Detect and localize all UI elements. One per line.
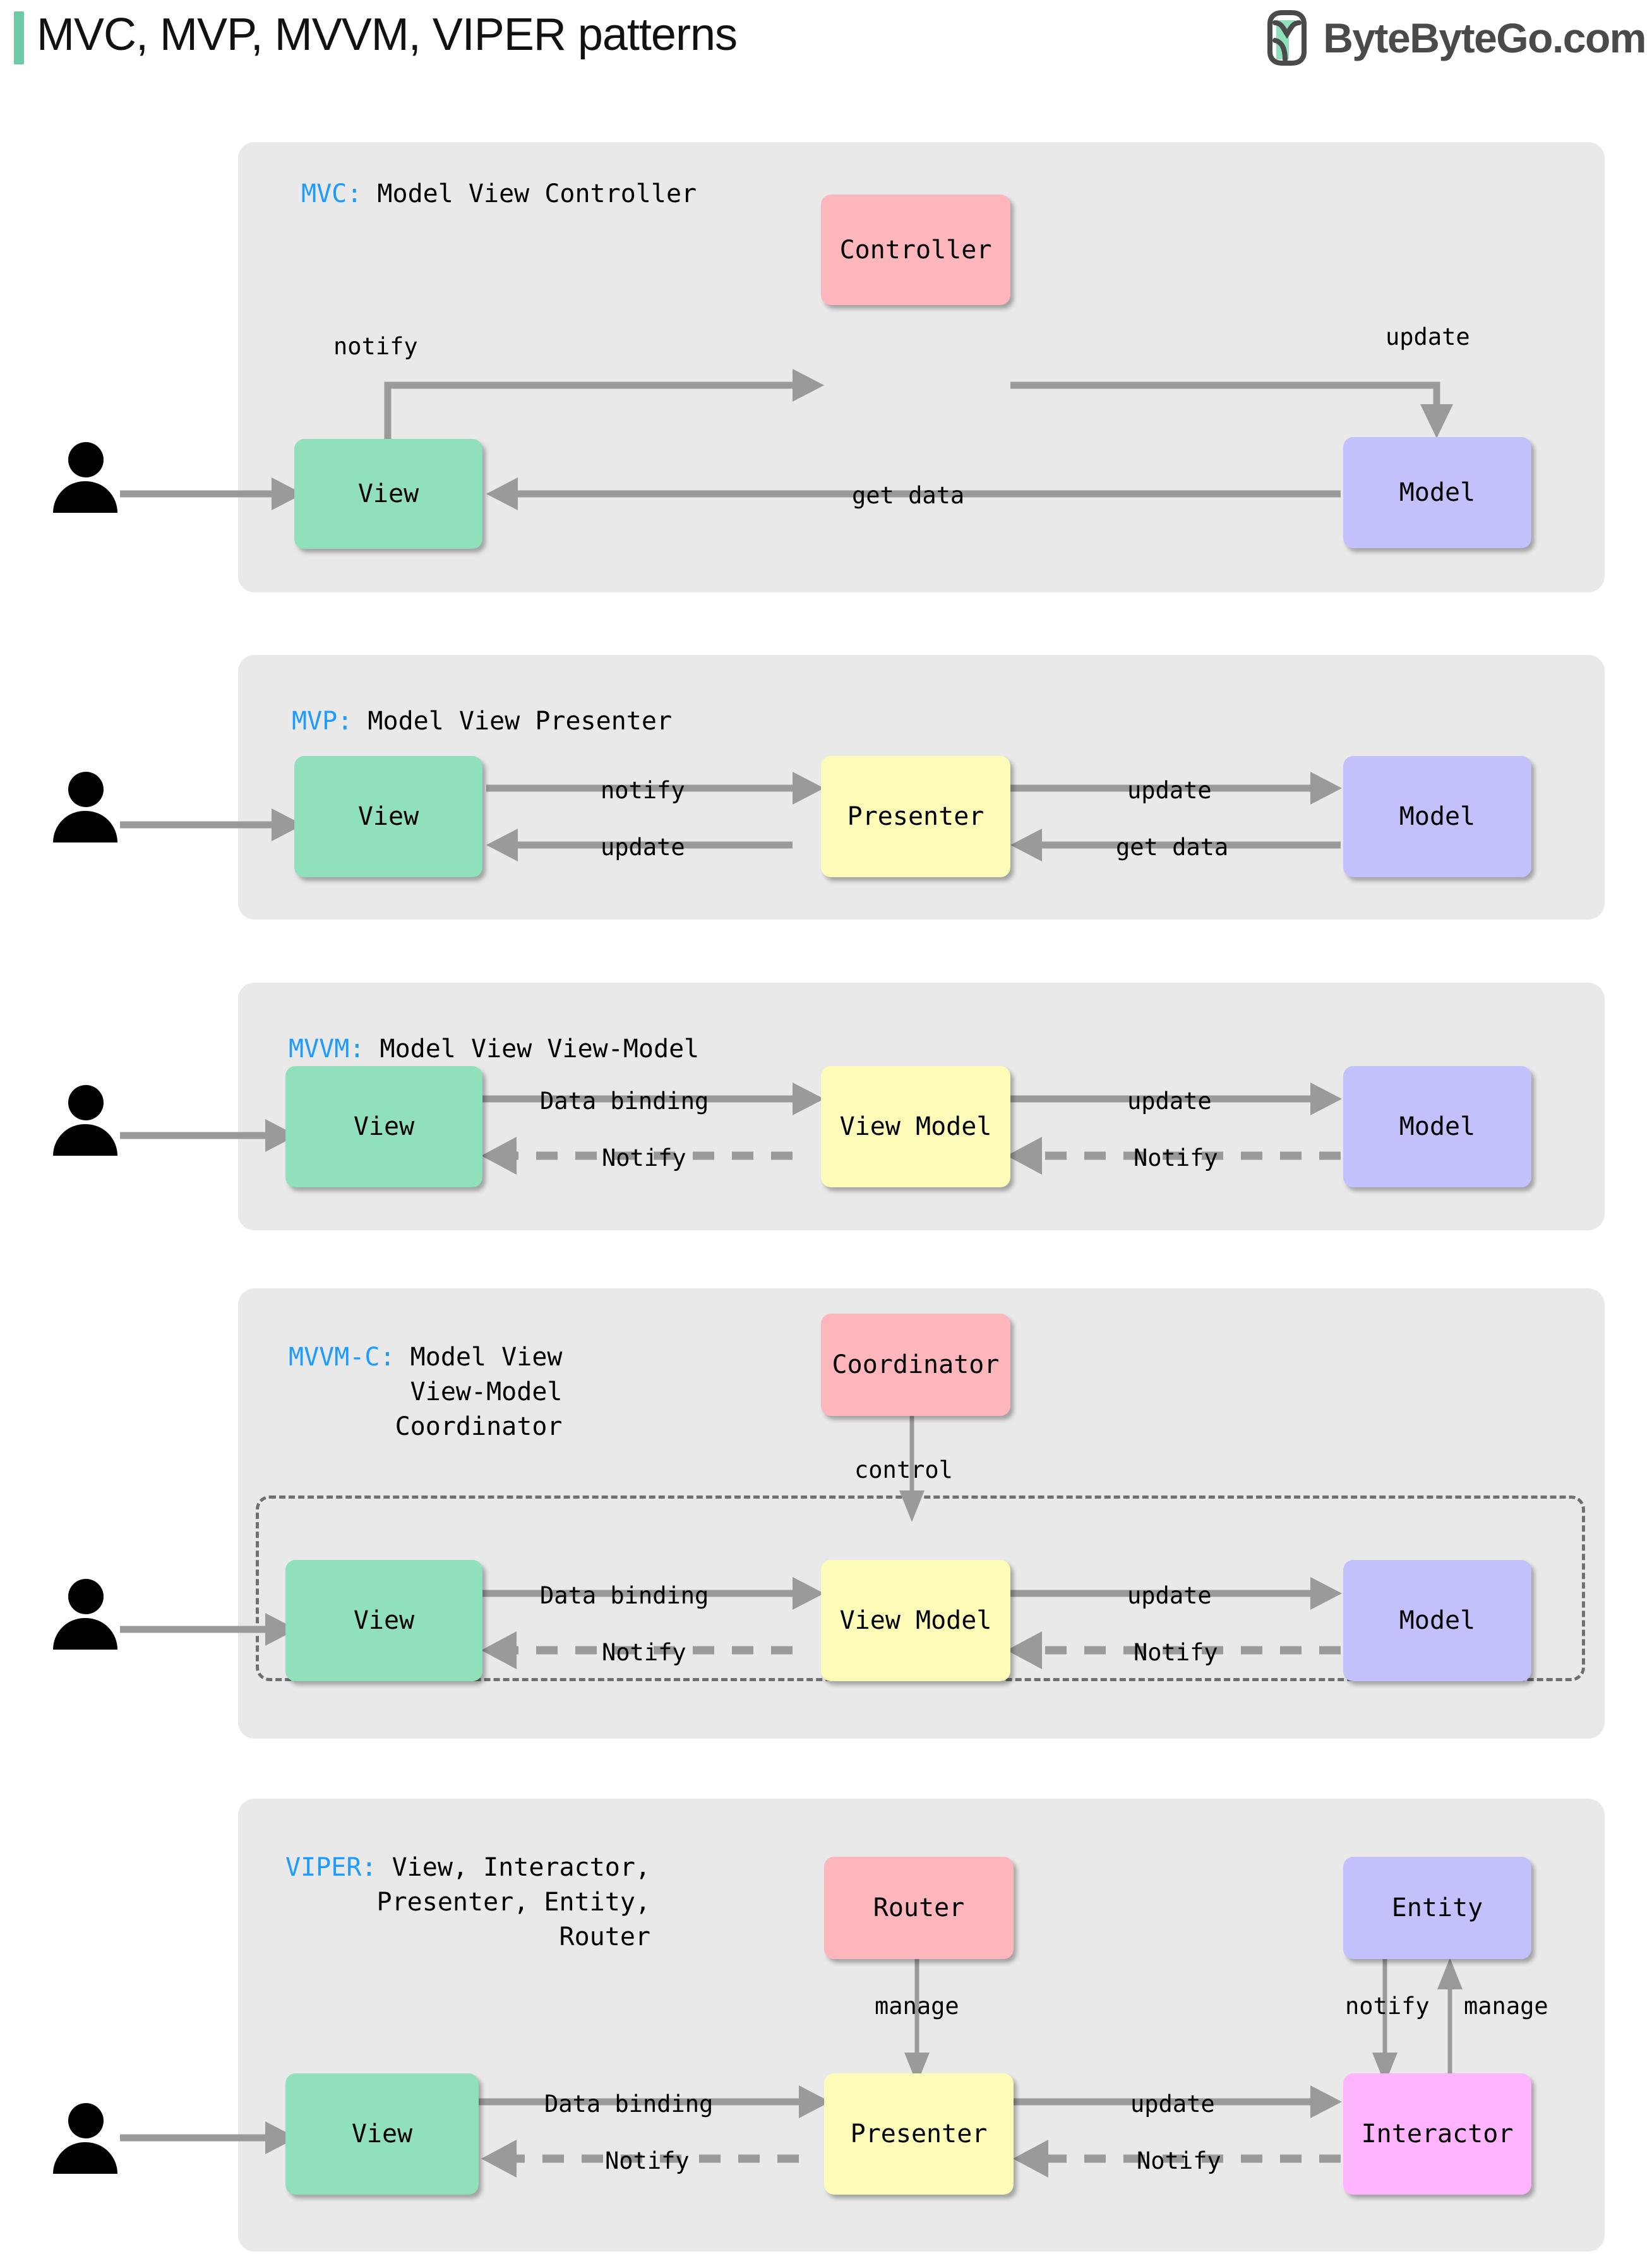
edge-label-update-viper: update <box>1130 2090 1215 2118</box>
edge-label-notify-viewmodel-mvvmc: Notify <box>602 1639 686 1666</box>
node-model-mvvm[interactable]: Model <box>1343 1066 1531 1187</box>
node-model-mvvmc[interactable]: Model <box>1343 1560 1531 1681</box>
edge-label-update-mvc: update <box>1386 323 1470 351</box>
panel-label-viper: VIPER: View, Interactor, Presenter, Enti… <box>285 1850 650 1955</box>
edge-label-manage-router-viper: manage <box>875 1993 959 2020</box>
node-entity-viper[interactable]: Entity <box>1343 1857 1531 1959</box>
node-model-mvc[interactable]: Model <box>1343 437 1531 548</box>
brand-name: ByteByteGo.com <box>1323 15 1646 61</box>
node-view-mvvm[interactable]: View <box>285 1066 482 1187</box>
panel-expansion-mvvm: Model View View-Model <box>364 1034 700 1064</box>
edge-label-databinding-mvvmc: Data binding <box>540 1582 709 1609</box>
edge-label-databinding-mvvm: Data binding <box>540 1088 709 1115</box>
edge-label-databinding-viper: Data binding <box>544 2090 714 2118</box>
node-model-mvp[interactable]: Model <box>1343 756 1531 877</box>
panel-expansion-mvp: Model View Presenter <box>352 707 673 736</box>
edge-label-notify-interactor-viper: Notify <box>1137 2147 1221 2174</box>
edge-label-notify-model-mvvmc: Notify <box>1134 1639 1218 1666</box>
panel-label-mvvm-c: MVVM-C: Model View View-Model Coordinato… <box>289 1340 562 1444</box>
node-router-viper[interactable]: Router <box>824 1857 1014 1959</box>
node-presenter-viper[interactable]: Presenter <box>824 2073 1014 2195</box>
actor-head <box>68 2103 104 2138</box>
edge-label-notify-presenter-viper: Notify <box>605 2147 690 2174</box>
panel-abbr-mvp: MVP: <box>292 707 353 736</box>
brand-logo: ByteByteGo.com <box>1262 10 1646 66</box>
edge-label-notify-model-mvvm: Notify <box>1134 1144 1218 1172</box>
page-header: MVC, MVP, MVVM, VIPER patterns ByteByteG… <box>0 0 1652 76</box>
edge-label-notify-mvc: notify <box>333 333 418 360</box>
actor-head <box>68 1085 104 1120</box>
edge-label-update-mvvmc: update <box>1127 1582 1212 1609</box>
actor-head <box>68 1579 104 1614</box>
actor-body <box>53 1124 117 1156</box>
user-actor-icon <box>52 442 119 513</box>
panel-label-mvvm: MVVM: Model View View-Model <box>289 1032 699 1067</box>
node-view-mvc[interactable]: View <box>294 439 482 549</box>
panel-abbr-mvvm-c: MVVM-C: <box>289 1343 395 1372</box>
edge-label-update-mvvm: update <box>1127 1088 1212 1115</box>
edge-label-getdata-mvc: get data <box>852 482 965 509</box>
panel-label-mvc: MVC: Model View Controller <box>301 177 697 212</box>
page-title: MVC, MVP, MVVM, VIPER patterns <box>37 9 738 60</box>
actor-body <box>53 811 117 842</box>
panel-expansion-viper: View, Interactor, Presenter, Entity, Rou… <box>376 1853 650 1951</box>
node-coordinator-mvvmc[interactable]: Coordinator <box>821 1314 1010 1416</box>
actor-head <box>68 442 104 477</box>
edge-label-control-mvvmc: control <box>854 1456 953 1484</box>
node-viewmodel-mvvmc[interactable]: View Model <box>821 1560 1010 1681</box>
edge-label-update2-mvp: update <box>601 834 685 861</box>
title-accent-bar <box>14 11 24 64</box>
node-view-viper[interactable]: View <box>285 2073 479 2195</box>
edge-label-manage-entity-viper: manage <box>1464 1993 1548 2020</box>
node-presenter-mvp[interactable]: Presenter <box>821 756 1010 877</box>
panel-label-mvp: MVP: Model View Presenter <box>292 704 672 739</box>
user-actor-icon <box>52 1579 119 1650</box>
node-view-mvp[interactable]: View <box>294 756 482 877</box>
panel-expansion-mvc: Model View Controller <box>362 179 697 208</box>
node-viewmodel-mvvm[interactable]: View Model <box>821 1066 1010 1187</box>
edge-label-notify-mvp: notify <box>601 777 685 804</box>
actor-body <box>53 1618 117 1650</box>
panel-abbr-viper: VIPER: <box>285 1853 377 1882</box>
actor-body <box>53 481 117 513</box>
edge-label-notify-viewmodel-mvvm: Notify <box>602 1144 686 1172</box>
panel-abbr-mvvm: MVVM: <box>289 1034 365 1064</box>
node-interactor-viper[interactable]: Interactor <box>1343 2073 1531 2195</box>
edge-label-update-mvp: update <box>1127 777 1212 804</box>
user-actor-icon <box>52 1085 119 1156</box>
node-controller-mvc[interactable]: Controller <box>821 195 1010 305</box>
node-view-mvvmc[interactable]: View <box>285 1560 482 1681</box>
actor-head <box>68 772 104 807</box>
edge-label-getdata-mvp: get data <box>1116 834 1229 861</box>
bytebytego-logo-icon <box>1267 10 1307 66</box>
user-actor-icon <box>52 772 119 842</box>
panel-abbr-mvc: MVC: <box>301 179 362 208</box>
actor-body <box>53 2142 117 2174</box>
panel-expansion-mvvm-c: Model View View-Model Coordinator <box>395 1343 563 1441</box>
user-actor-icon <box>52 2103 119 2174</box>
edge-label-notify-entity-viper: notify <box>1345 1993 1430 2020</box>
